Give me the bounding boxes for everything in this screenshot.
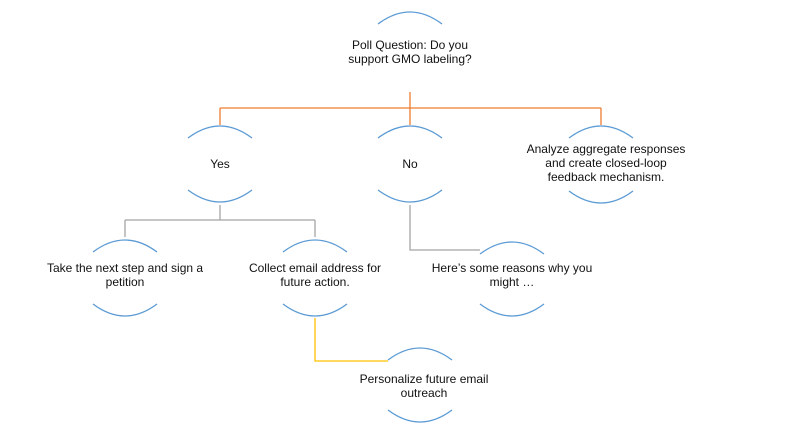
yes-node-top-arc [187, 125, 253, 139]
root-node-top-arc [377, 11, 443, 25]
personalize-node-bottom-arc [387, 409, 453, 423]
connector-collect-personalize [314, 318, 388, 362]
no-node-label: No [402, 157, 418, 171]
connector-yes-branches [124, 205, 316, 237]
personalize-node-label: Personalize future email outreach [359, 372, 489, 400]
yes-node-label: Yes [210, 157, 230, 171]
yes-node-bottom-arc [187, 189, 253, 203]
petition-node-bottom-arc [92, 303, 158, 317]
reasons-node-top-arc [479, 241, 545, 255]
collect-email-node-label: Collect email address for future action. [248, 261, 382, 289]
connector-root-branches [219, 92, 602, 125]
reasons-node-label: Here’s some reasons why you might … [431, 261, 593, 289]
collect-node-top-arc [282, 239, 348, 253]
connectors [124, 92, 602, 362]
node-arcs [92, 11, 634, 423]
personalize-node-top-arc [387, 347, 453, 361]
collect-node-bottom-arc [282, 303, 348, 317]
no-node-bottom-arc [377, 189, 443, 203]
reasons-node-bottom-arc [479, 303, 545, 317]
root-node-label: Poll Question: Do you support GMO labeli… [348, 38, 472, 66]
analyze-node-label: Analyze aggregate responses and create c… [526, 142, 686, 184]
connector-no-reasons [409, 205, 480, 251]
analyze-node-bottom-arc [568, 190, 634, 204]
petition-node-top-arc [92, 239, 158, 253]
no-node-top-arc [377, 125, 443, 139]
petition-node-label: Take the next step and sign a petition [46, 261, 204, 289]
analyze-node-top-arc [568, 125, 634, 139]
